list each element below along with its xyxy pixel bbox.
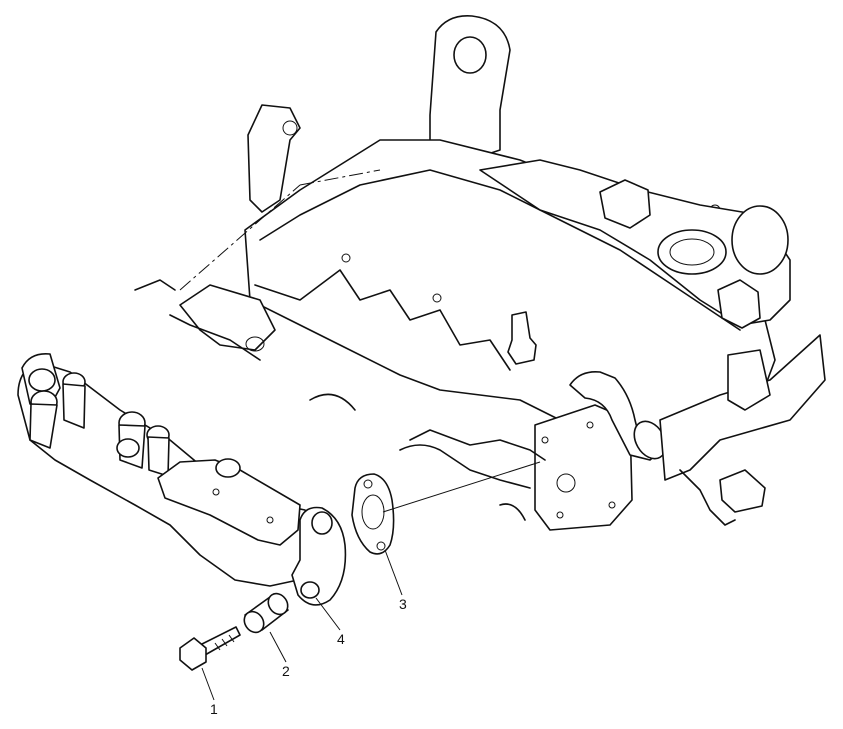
- manifold-lower-port: [29, 403, 58, 449]
- gasket: [351, 473, 395, 555]
- flange-port: [556, 473, 576, 493]
- manifold-mid-port-end: [116, 438, 140, 458]
- outlet-flange-hole: [300, 581, 320, 599]
- flange-bolt: [586, 421, 594, 429]
- left-block-edge: [169, 314, 261, 361]
- egr-cluster: [479, 159, 791, 326]
- manifold-port-4: [147, 436, 170, 477]
- flange-bolt: [608, 501, 616, 509]
- left-block-edge: [134, 279, 176, 291]
- gasket-bolt-hole: [376, 541, 386, 551]
- bolt-part: [179, 626, 241, 671]
- engine-assembly: [134, 15, 826, 531]
- bolt-thread: [214, 634, 235, 651]
- spacer-end: [243, 610, 265, 634]
- gasket-bolt-hole: [363, 479, 373, 489]
- lower-port-row: [409, 429, 546, 461]
- leader-lines: [201, 461, 541, 701]
- centerline: [299, 169, 381, 186]
- callout-3: 3: [399, 596, 407, 612]
- lower-bracket-arm: [679, 469, 736, 526]
- connector-upper: [599, 179, 651, 229]
- head-lower-ridge: [254, 269, 511, 371]
- flange-bolt: [266, 516, 274, 524]
- centerline: [179, 184, 301, 291]
- leader-line-3: [384, 549, 403, 596]
- leader-line-1: [201, 667, 215, 701]
- flange-bolt: [212, 488, 220, 496]
- manifold-mount-flange: [157, 459, 301, 546]
- sensor-left-port: [282, 120, 298, 136]
- lifting-bracket: [429, 15, 511, 161]
- manifold-port-1-end: [28, 368, 56, 392]
- spacer-part: [243, 592, 289, 634]
- leader-line-2: [269, 631, 287, 663]
- spacer-far-end: [267, 592, 289, 616]
- gasket-part: [351, 473, 395, 555]
- manifold-port-2: [62, 383, 86, 429]
- sensor-left: [247, 104, 301, 213]
- rail-hole: [245, 336, 265, 352]
- assembly-axis-line: [382, 461, 541, 513]
- connector-right: [717, 279, 761, 329]
- lifting-bracket-hole: [453, 36, 487, 74]
- throttle-body: [731, 205, 789, 275]
- callout-2: 2: [282, 663, 290, 679]
- exhaust-manifold: [17, 352, 347, 606]
- outlet-flange-hole: [311, 511, 333, 535]
- flange-bolt: [556, 511, 564, 519]
- flange-bolt: [541, 436, 549, 444]
- egr-cooler-flange: [534, 404, 633, 531]
- leader-line-4: [315, 597, 341, 631]
- egr-valve-cap: [657, 229, 727, 275]
- head-bolt-hole: [341, 253, 351, 263]
- left-block-rail: [179, 284, 276, 351]
- block-end-pad: [727, 349, 771, 411]
- gasket-arc: [499, 503, 526, 521]
- callout-1: 1: [210, 701, 218, 717]
- gasket-arc: [309, 393, 356, 411]
- callout-4: 4: [337, 631, 345, 647]
- head-bolt-hole: [432, 293, 442, 303]
- lower-fitting: [719, 469, 766, 513]
- lower-port-row: [399, 444, 531, 489]
- bolt-head: [179, 637, 207, 671]
- flange-boss: [215, 458, 241, 478]
- manifold-outlet-flange: [291, 506, 347, 606]
- egr-valve-cap-inner: [669, 238, 715, 266]
- center-fitting: [507, 311, 537, 365]
- head-top-ridge: [259, 169, 741, 331]
